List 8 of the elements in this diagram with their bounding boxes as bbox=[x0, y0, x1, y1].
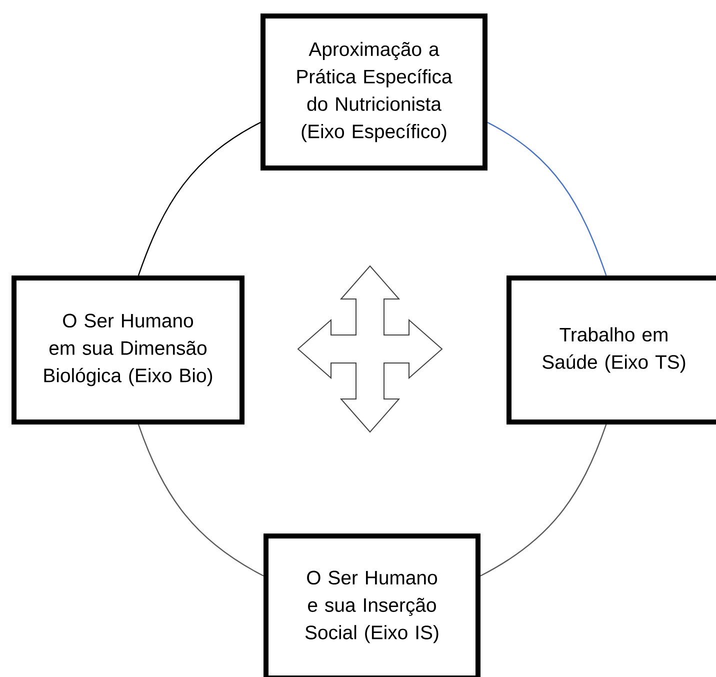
connector-arc bbox=[487, 122, 607, 276]
text-box: O Ser Humano em sua Dimensão Biológica (Eixo Bio) bbox=[12, 275, 244, 424]
connector-arc bbox=[138, 424, 264, 576]
connector-arc bbox=[480, 424, 607, 576]
text-box: Trabalho em Saúde (Eixo TS) bbox=[506, 275, 716, 424]
connector-arc bbox=[138, 122, 261, 276]
text-box: Aproximação a Prática Específica do Nutricionista (Eixo Específico) bbox=[260, 14, 488, 170]
text-box: O Ser Humano e sua Inserção Social (Eixo IS) bbox=[264, 533, 480, 677]
